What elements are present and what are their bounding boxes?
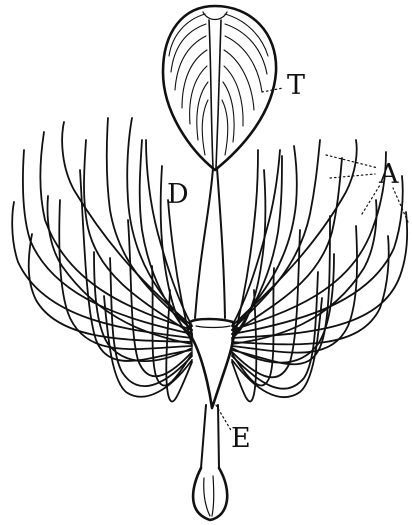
label-t: T <box>287 72 305 99</box>
anther-t <box>163 6 276 170</box>
filaments-left <box>12 118 192 401</box>
style-d <box>195 168 225 318</box>
ovary <box>190 319 234 408</box>
label-e: E <box>231 425 251 452</box>
label-d: D <box>167 181 189 208</box>
label-a: A <box>379 161 399 188</box>
stalk-e <box>193 405 227 520</box>
